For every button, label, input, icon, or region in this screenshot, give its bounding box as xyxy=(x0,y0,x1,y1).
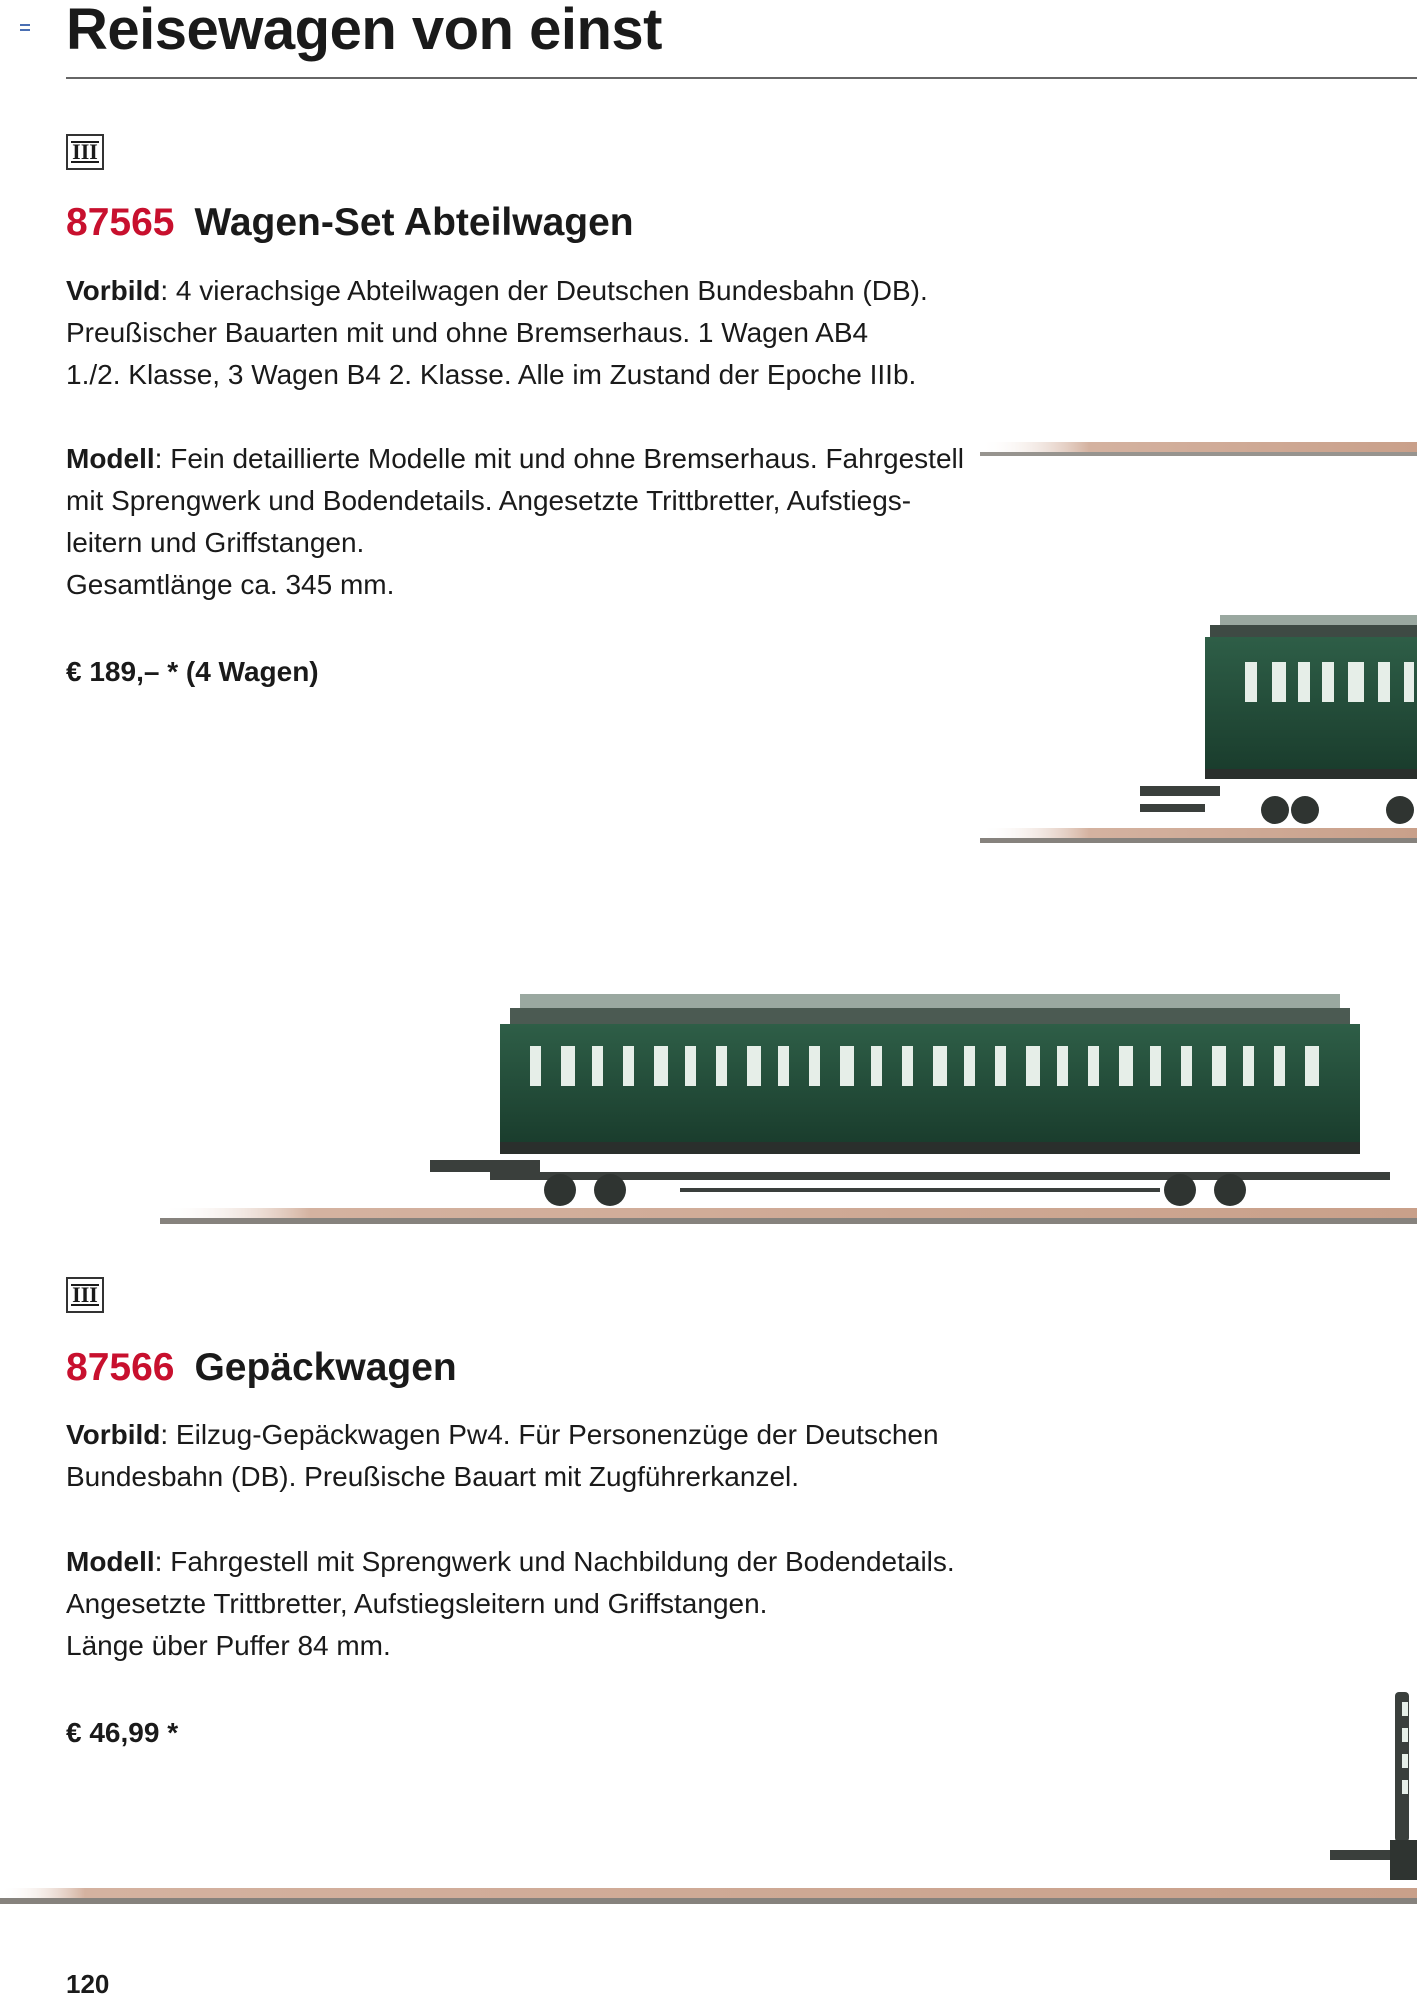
product-number: 87566 xyxy=(66,1346,175,1389)
coach-window xyxy=(561,1046,575,1086)
coach-window xyxy=(1212,1046,1226,1086)
coach-window xyxy=(747,1046,761,1086)
page-title: Reisewagen von einst xyxy=(66,0,662,62)
price-label: € 189,– * (4 Wagen) xyxy=(66,656,319,687)
product-name: Wagen-Set Abteilwagen xyxy=(194,201,634,244)
coach-window xyxy=(530,1046,541,1086)
product-heading: 87566 Gepäckwagen xyxy=(66,1344,457,1392)
product-image-coach-partial xyxy=(980,442,1417,843)
product-heading: 87565 Wagen-Set Abteilwagen xyxy=(66,199,634,247)
coach-window xyxy=(995,1046,1006,1086)
modell-description: Modell: Fein detaillierte Modelle mit un… xyxy=(66,443,964,600)
vorbild-label: Vorbild xyxy=(66,1419,161,1450)
coach-window xyxy=(1305,1046,1319,1086)
epoch-badge: III xyxy=(66,1277,104,1313)
product-number: 87565 xyxy=(66,201,175,244)
modell-label: Modell xyxy=(66,443,155,474)
menu-icon[interactable] xyxy=(20,24,30,31)
page-number: 120 xyxy=(66,1969,110,1999)
product-name: Gepäckwagen xyxy=(194,1346,457,1389)
coach-window xyxy=(654,1046,668,1086)
coach-window xyxy=(1181,1046,1192,1086)
epoch-badge: III xyxy=(66,134,104,170)
coach-window xyxy=(809,1046,820,1086)
coach-window xyxy=(871,1046,882,1086)
price-label: € 46,99 * xyxy=(66,1717,179,1748)
coach-window xyxy=(1119,1046,1133,1086)
coach-window xyxy=(902,1046,913,1086)
coach-window xyxy=(1057,1046,1068,1086)
coach-window xyxy=(840,1046,854,1086)
coach-window xyxy=(623,1046,634,1086)
coach-window xyxy=(964,1046,975,1086)
coach-window xyxy=(685,1046,696,1086)
coach-window xyxy=(1150,1046,1161,1086)
modell-description: Modell: Fahrgestell mit Sprengwerk und N… xyxy=(66,1546,955,1661)
coach-window xyxy=(778,1046,789,1086)
coach-window xyxy=(1274,1046,1285,1086)
vorbild-description: Vorbild: Eilzug-Gepäckwagen Pw4. Für Per… xyxy=(66,1419,939,1492)
coach-window xyxy=(592,1046,603,1086)
modell-label: Modell xyxy=(66,1546,155,1577)
product-image-coach xyxy=(160,994,1417,1224)
coach-window xyxy=(1026,1046,1040,1086)
coach-window xyxy=(933,1046,947,1086)
product-image-baggage-car-partial xyxy=(0,1692,1417,1904)
vorbild-label: Vorbild xyxy=(66,275,161,306)
vorbild-description: Vorbild: 4 vierachsige Abteilwagen der D… xyxy=(66,275,928,390)
coach-window xyxy=(1088,1046,1099,1086)
coach-window xyxy=(1243,1046,1254,1086)
title-divider xyxy=(66,77,1417,79)
coach-window xyxy=(716,1046,727,1086)
